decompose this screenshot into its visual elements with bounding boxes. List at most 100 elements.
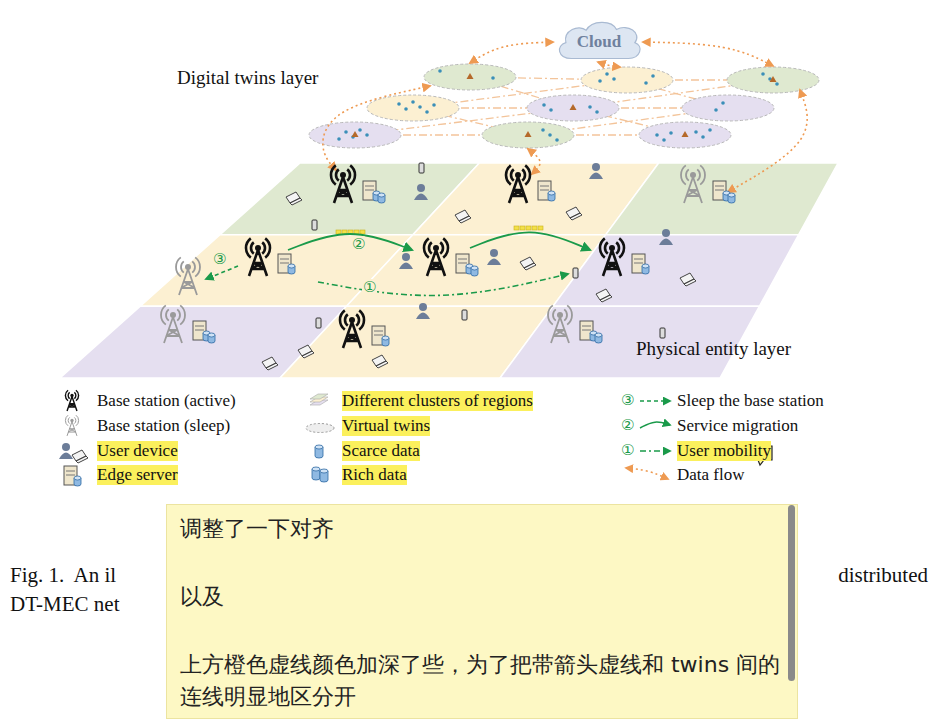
antenna: [349, 317, 355, 323]
base-station-active: [600, 238, 624, 276]
laptop: [596, 289, 612, 302]
server-lines: [715, 186, 724, 190]
twin-dot: [651, 74, 655, 78]
mast: [249, 250, 267, 276]
laptop: [262, 357, 278, 370]
antenna: [690, 172, 696, 178]
head: [402, 253, 410, 261]
twin-dot: [605, 72, 609, 76]
edge-server: [580, 321, 602, 343]
cluster-layer: [310, 394, 328, 399]
twin-dot: [701, 135, 705, 139]
base-station-sleep: [548, 305, 572, 343]
twin-dot: [669, 131, 673, 135]
user-device-person: [589, 163, 603, 179]
twin-dot: [714, 108, 718, 112]
twin-dot: [337, 137, 341, 141]
twin-dot: [411, 100, 415, 104]
cloud-node: Cloud: [553, 18, 645, 62]
virtual-twin: [639, 122, 731, 148]
wave: [65, 415, 78, 426]
twin-dot: [397, 102, 401, 106]
twin-dot: [595, 110, 599, 114]
wave: [605, 242, 619, 253]
legend-text: Base station (sleep): [97, 416, 230, 436]
head: [490, 249, 498, 257]
head: [592, 163, 600, 171]
edge-server: [363, 181, 385, 203]
wave: [161, 305, 185, 324]
wave: [331, 165, 355, 184]
twin-dot: [344, 130, 348, 134]
edge-server: [713, 181, 735, 203]
server-lines: [634, 259, 643, 263]
wave: [181, 261, 195, 272]
user-device-person: [659, 229, 673, 245]
callout-number: ②: [351, 236, 366, 253]
mast: [179, 269, 197, 295]
note-text: 以及: [180, 581, 783, 613]
wave: [600, 238, 624, 257]
base-station-active: [246, 238, 270, 276]
edge-server: [278, 254, 295, 274]
caption-fragment: distributed: [838, 563, 928, 587]
user-device-laptop: [372, 355, 388, 368]
user-device-laptop: [520, 257, 536, 270]
cylinder-top: [208, 333, 215, 337]
legend-text: Base station (active): [97, 391, 236, 411]
wave: [681, 165, 705, 184]
base-station-active: [424, 238, 448, 276]
antenna: [609, 245, 615, 251]
virtual-twins: [309, 64, 819, 148]
user-device-phone: [462, 310, 467, 320]
virtual-twin: [581, 67, 673, 93]
data-flow-sample: [626, 468, 668, 479]
twin-triangle: [525, 131, 532, 137]
legend-text: Different clusters of regions: [342, 391, 533, 411]
physical-layer-grid: [60, 163, 838, 378]
legend-samples: [59, 390, 772, 486]
body: [59, 453, 73, 460]
user-device-phone: [316, 318, 321, 328]
user-device-laptop: [72, 450, 88, 463]
legend-text: Sleep the base station: [677, 391, 824, 411]
legend-number: ②: [621, 417, 634, 434]
note-text: 调整了一下对齐: [180, 513, 783, 545]
base-station-sleep: [65, 415, 78, 436]
wave: [68, 392, 76, 398]
layer-title: Digital twins layer: [177, 67, 318, 89]
legend-text: Service migration: [677, 416, 798, 436]
callout-number: ③: [212, 251, 227, 268]
body: [589, 173, 603, 180]
legend-text: Rich data: [342, 465, 407, 485]
region-cell: [140, 235, 413, 307]
cylinder-top: [728, 193, 735, 197]
server-lines: [365, 186, 374, 190]
scrollbar: [788, 505, 795, 681]
virtual-twin: [527, 95, 619, 121]
legend-text: Scarce data: [342, 441, 420, 461]
mast: [603, 250, 621, 276]
base-station-active: [331, 165, 355, 203]
caption-fragment: Fig. 1. An il: [10, 563, 116, 587]
cylinder-top: [642, 264, 649, 268]
wave: [511, 169, 525, 180]
laptop: [298, 345, 314, 358]
mast: [551, 317, 569, 343]
wave: [176, 257, 200, 276]
mast: [427, 250, 445, 276]
cylinder-top: [312, 467, 320, 471]
laptop: [455, 210, 471, 223]
edge-server: [538, 181, 555, 201]
user-device-person: [399, 253, 413, 269]
virtual-twin: [367, 95, 459, 121]
antenna: [515, 172, 521, 178]
edge-server: [64, 466, 81, 486]
twin-dot: [761, 72, 765, 76]
cylinder-top: [378, 193, 385, 197]
mast: [67, 422, 77, 436]
user-device-person: [59, 443, 73, 459]
mobility-sample: [640, 450, 670, 452]
base-station-active: [506, 165, 530, 203]
